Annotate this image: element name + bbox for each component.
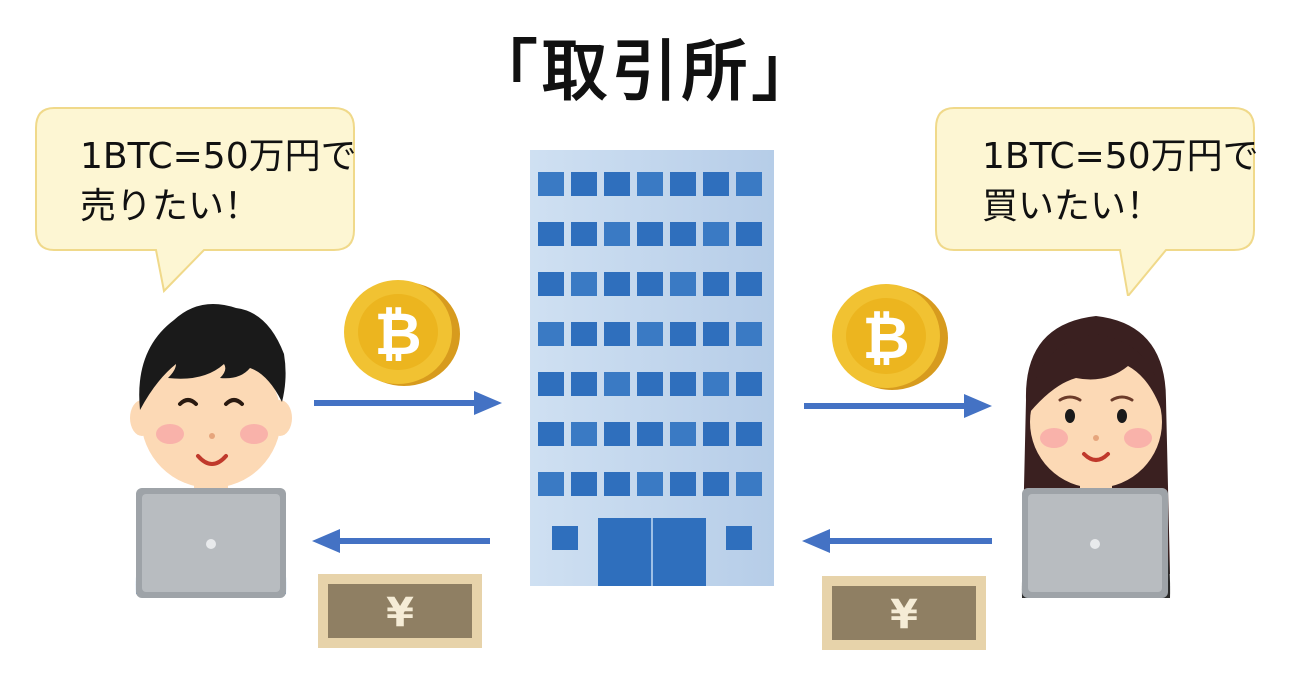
buyer-laptop-icon bbox=[1022, 488, 1168, 598]
building-window bbox=[538, 472, 564, 496]
building-window bbox=[670, 172, 696, 196]
building-window bbox=[571, 172, 597, 196]
building-window bbox=[571, 422, 597, 446]
bitcoin-coin-icon-right: ₿ bbox=[832, 284, 948, 390]
building-window bbox=[538, 322, 564, 346]
building-window bbox=[670, 472, 696, 496]
building-window bbox=[670, 372, 696, 396]
arrow-left-icon-buyer-to-exchange bbox=[802, 529, 992, 553]
yen-symbol: ¥ bbox=[890, 592, 918, 638]
building-window bbox=[571, 272, 597, 296]
building-window bbox=[637, 272, 663, 296]
building-window bbox=[604, 322, 630, 346]
page-title: 「取引所」 bbox=[471, 33, 822, 110]
seller-speech-bubble bbox=[35, 107, 355, 294]
building-window bbox=[538, 272, 564, 296]
building-window bbox=[703, 322, 729, 346]
building-window bbox=[637, 222, 663, 246]
bitcoin-symbol: ₿ bbox=[862, 304, 909, 372]
building-window bbox=[604, 372, 630, 396]
building-window bbox=[670, 422, 696, 446]
building-window bbox=[538, 372, 564, 396]
building-window bbox=[604, 172, 630, 196]
building-window bbox=[736, 172, 762, 196]
building-window bbox=[637, 422, 663, 446]
building-window bbox=[703, 222, 729, 246]
building-window bbox=[670, 272, 696, 296]
building-window bbox=[571, 222, 597, 246]
building-window bbox=[637, 472, 663, 496]
building-window bbox=[637, 322, 663, 346]
building-window bbox=[736, 272, 762, 296]
arrow-right-icon-exchange-to-buyer bbox=[804, 394, 992, 418]
seller-line-2: 売りたい！ bbox=[80, 186, 261, 227]
building-window bbox=[670, 222, 696, 246]
building-window bbox=[703, 422, 729, 446]
buyer-line-1: 1BTC=50万円で bbox=[982, 136, 1259, 177]
building-window bbox=[736, 372, 762, 396]
bitcoin-symbol: ₿ bbox=[374, 300, 421, 368]
building-window bbox=[637, 172, 663, 196]
building-window bbox=[604, 222, 630, 246]
building-window bbox=[736, 422, 762, 446]
arrow-left-icon-exchange-to-seller bbox=[312, 529, 490, 553]
building-window bbox=[703, 472, 729, 496]
bitcoin-coin-icon-left: ₿ bbox=[344, 280, 460, 386]
building-window bbox=[703, 272, 729, 296]
building-window bbox=[538, 422, 564, 446]
building-window bbox=[736, 222, 762, 246]
building-window bbox=[571, 322, 597, 346]
building-window bbox=[571, 372, 597, 396]
seller-line-1: 1BTC=50万円で bbox=[80, 136, 357, 177]
building-window bbox=[703, 172, 729, 196]
building-window bbox=[736, 472, 762, 496]
building-window bbox=[538, 222, 564, 246]
building-window bbox=[604, 422, 630, 446]
seller-laptop-icon bbox=[136, 488, 286, 598]
building-window bbox=[703, 372, 729, 396]
arrow-right-icon-coin-to-exchange bbox=[314, 391, 502, 415]
building-window bbox=[571, 472, 597, 496]
buyer-speech-bubble bbox=[935, 107, 1255, 296]
building-window bbox=[604, 472, 630, 496]
yen-symbol: ¥ bbox=[386, 590, 414, 636]
buyer-line-2: 買いたい！ bbox=[982, 186, 1163, 227]
yen-bill-icon-right: ¥ bbox=[822, 576, 986, 650]
yen-bill-icon-left: ¥ bbox=[318, 574, 482, 648]
building-window bbox=[538, 172, 564, 196]
exchange-building bbox=[530, 150, 774, 586]
building-window bbox=[637, 372, 663, 396]
building-window bbox=[670, 322, 696, 346]
building-window bbox=[604, 272, 630, 296]
building-window bbox=[736, 322, 762, 346]
